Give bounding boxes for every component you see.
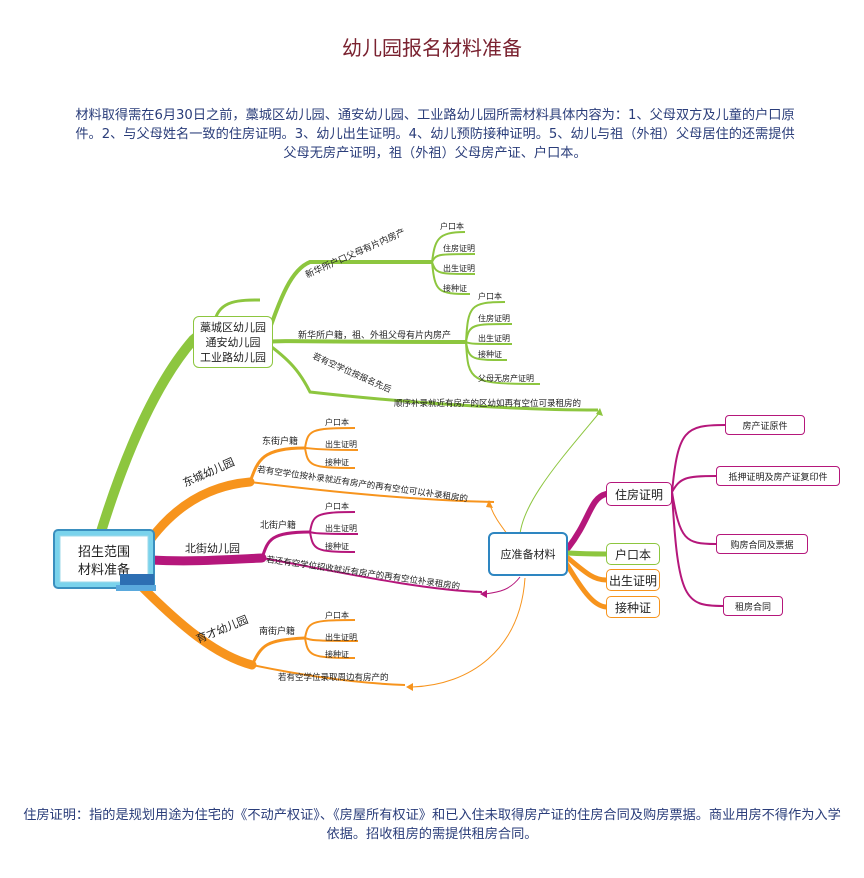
east-vaccine: 接种证 — [325, 457, 349, 467]
north-birth: 出生证明 — [325, 523, 357, 533]
leaf-vaccine-1: 接种证 — [443, 283, 467, 293]
yucai-birth: 出生证明 — [325, 632, 357, 642]
east-hukou: 户口本 — [325, 417, 349, 427]
yucai-hukou: 户口本 — [325, 610, 349, 620]
birth-cert-node: 出生证明 — [606, 569, 660, 591]
yucai-vaccine: 接种证 — [325, 649, 349, 659]
center-node: 招生范围 材料准备 — [53, 529, 156, 591]
kg-gongyelu: 工业路幼儿园 — [200, 350, 266, 364]
kg-tongan: 通安幼儿园 — [205, 335, 261, 349]
leaf-vaccine-2: 接种证 — [478, 349, 502, 359]
north-vaccine: 接种证 — [325, 541, 349, 551]
housing-item-property-cert: 房产证原件 — [725, 415, 805, 435]
materials-node: 应准备材料 — [488, 532, 568, 576]
housing-item-rental: 租房合同 — [723, 596, 783, 616]
page-title: 幼儿园报名材料准备 — [342, 36, 522, 60]
leaf-housing-2: 住房证明 — [478, 313, 510, 323]
east-sub: 东街户籍 — [262, 435, 298, 447]
north-sub: 北街户籍 — [260, 519, 296, 531]
leaf-hukou-1: 户口本 — [440, 221, 464, 231]
vaccine-node: 接种证 — [606, 596, 660, 618]
north-branch: 北街幼儿园 北街户籍 户口本 出生证明 接种证 若还有空学位招收就近有房产的再有… — [185, 501, 483, 593]
green-sub2-label: 新华所户籍，祖、外祖父母有片内房产 — [298, 329, 451, 341]
center-line2: 材料准备 — [78, 562, 130, 578]
housing-item-purchase: 购房合同及票据 — [716, 534, 808, 554]
housing-item-mortgage: 抵押证明及房产证复印件 — [716, 466, 840, 486]
leaf-birth-1: 出生证明 — [443, 263, 475, 273]
hukou-node: 户口本 — [606, 543, 660, 565]
green-branch: 户口本 住房证明 出生证明 接种证 户口本 住房证明 出生证明 接种证 父母无房… — [213, 221, 599, 412]
north-note: 若还有空学位招收就近有房产的再有空位补录租房的 — [266, 554, 461, 592]
center-line1: 招生范围 — [78, 545, 130, 560]
kindergarten-group-box: 藁城区幼儿园 通安幼儿园 工业路幼儿园 — [193, 316, 273, 368]
leaf-birth-2: 出生证明 — [478, 333, 510, 343]
leaf-housing-1: 住房证明 — [443, 243, 475, 253]
green-sub3-label-part1: 若有空学位按报名先后 — [311, 351, 394, 396]
intro-paragraph: 材料取得需在6月30日之前，藁城区幼儿园、通安幼儿园、工业路幼儿园所需材料具体内… — [75, 108, 795, 161]
east-branch: 东城幼儿园 东街户籍 户口本 出生证明 接种证 若有空学位按补录就近有房产的再有… — [181, 417, 495, 505]
main-branches — [95, 325, 267, 670]
green-sub3-label-part2: 顺序补录就近有房产的区幼如再有空位可录租房的 — [394, 398, 581, 409]
housing-proof-node: 住房证明 — [606, 482, 672, 506]
yucai-label: 育才幼儿园 — [194, 612, 250, 646]
north-label: 北街幼儿园 — [185, 541, 240, 555]
east-note: 若有空学位按补录就近有房产的再有空位可以补录租房的 — [257, 464, 469, 504]
yucai-sub: 南街户籍 — [259, 625, 295, 637]
yucai-note: 若有空学位录取周边有房产的 — [278, 672, 389, 683]
leaf-hukou-2: 户口本 — [478, 291, 502, 301]
yucai-branch: 育才幼儿园 南街户籍 户口本 出生证明 接种证 若有空学位录取周边有房产的 — [194, 610, 406, 686]
green-sub1-label: 新华所户口父母有片内房产 — [303, 226, 407, 281]
leaf-no-property: 父母无房产证明 — [478, 373, 534, 383]
kg-gaocheng: 藁城区幼儿园 — [200, 320, 266, 334]
east-birth: 出生证明 — [325, 439, 357, 449]
footer-note: 住房证明：指的是规划用途为住宅的《不动产权证》、《房屋所有权证》和已入住未取得房… — [23, 808, 841, 842]
north-hukou: 户口本 — [325, 501, 349, 511]
